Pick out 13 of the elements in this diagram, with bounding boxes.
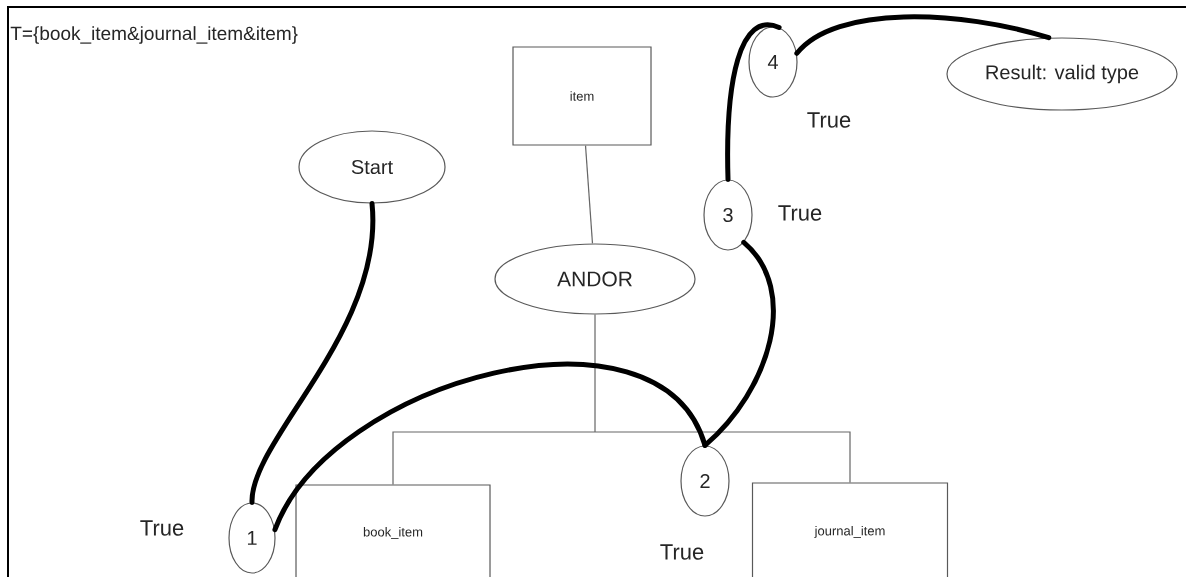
path-curve [725,22,782,182]
formula-label: T={book_item&journal_item&item} [10,26,298,44]
tree-connector [392,314,851,485]
step-caption: True [660,544,704,560]
step-caption: True [807,112,851,128]
tree-connector [584,145,594,244]
step-caption: True [140,520,184,536]
class-box: book_item [295,484,491,577]
path-curve [702,239,776,448]
class-box: journal_item [751,482,949,577]
class-box: item [512,46,652,146]
path-curve [249,201,375,505]
step-caption: True [778,205,822,221]
